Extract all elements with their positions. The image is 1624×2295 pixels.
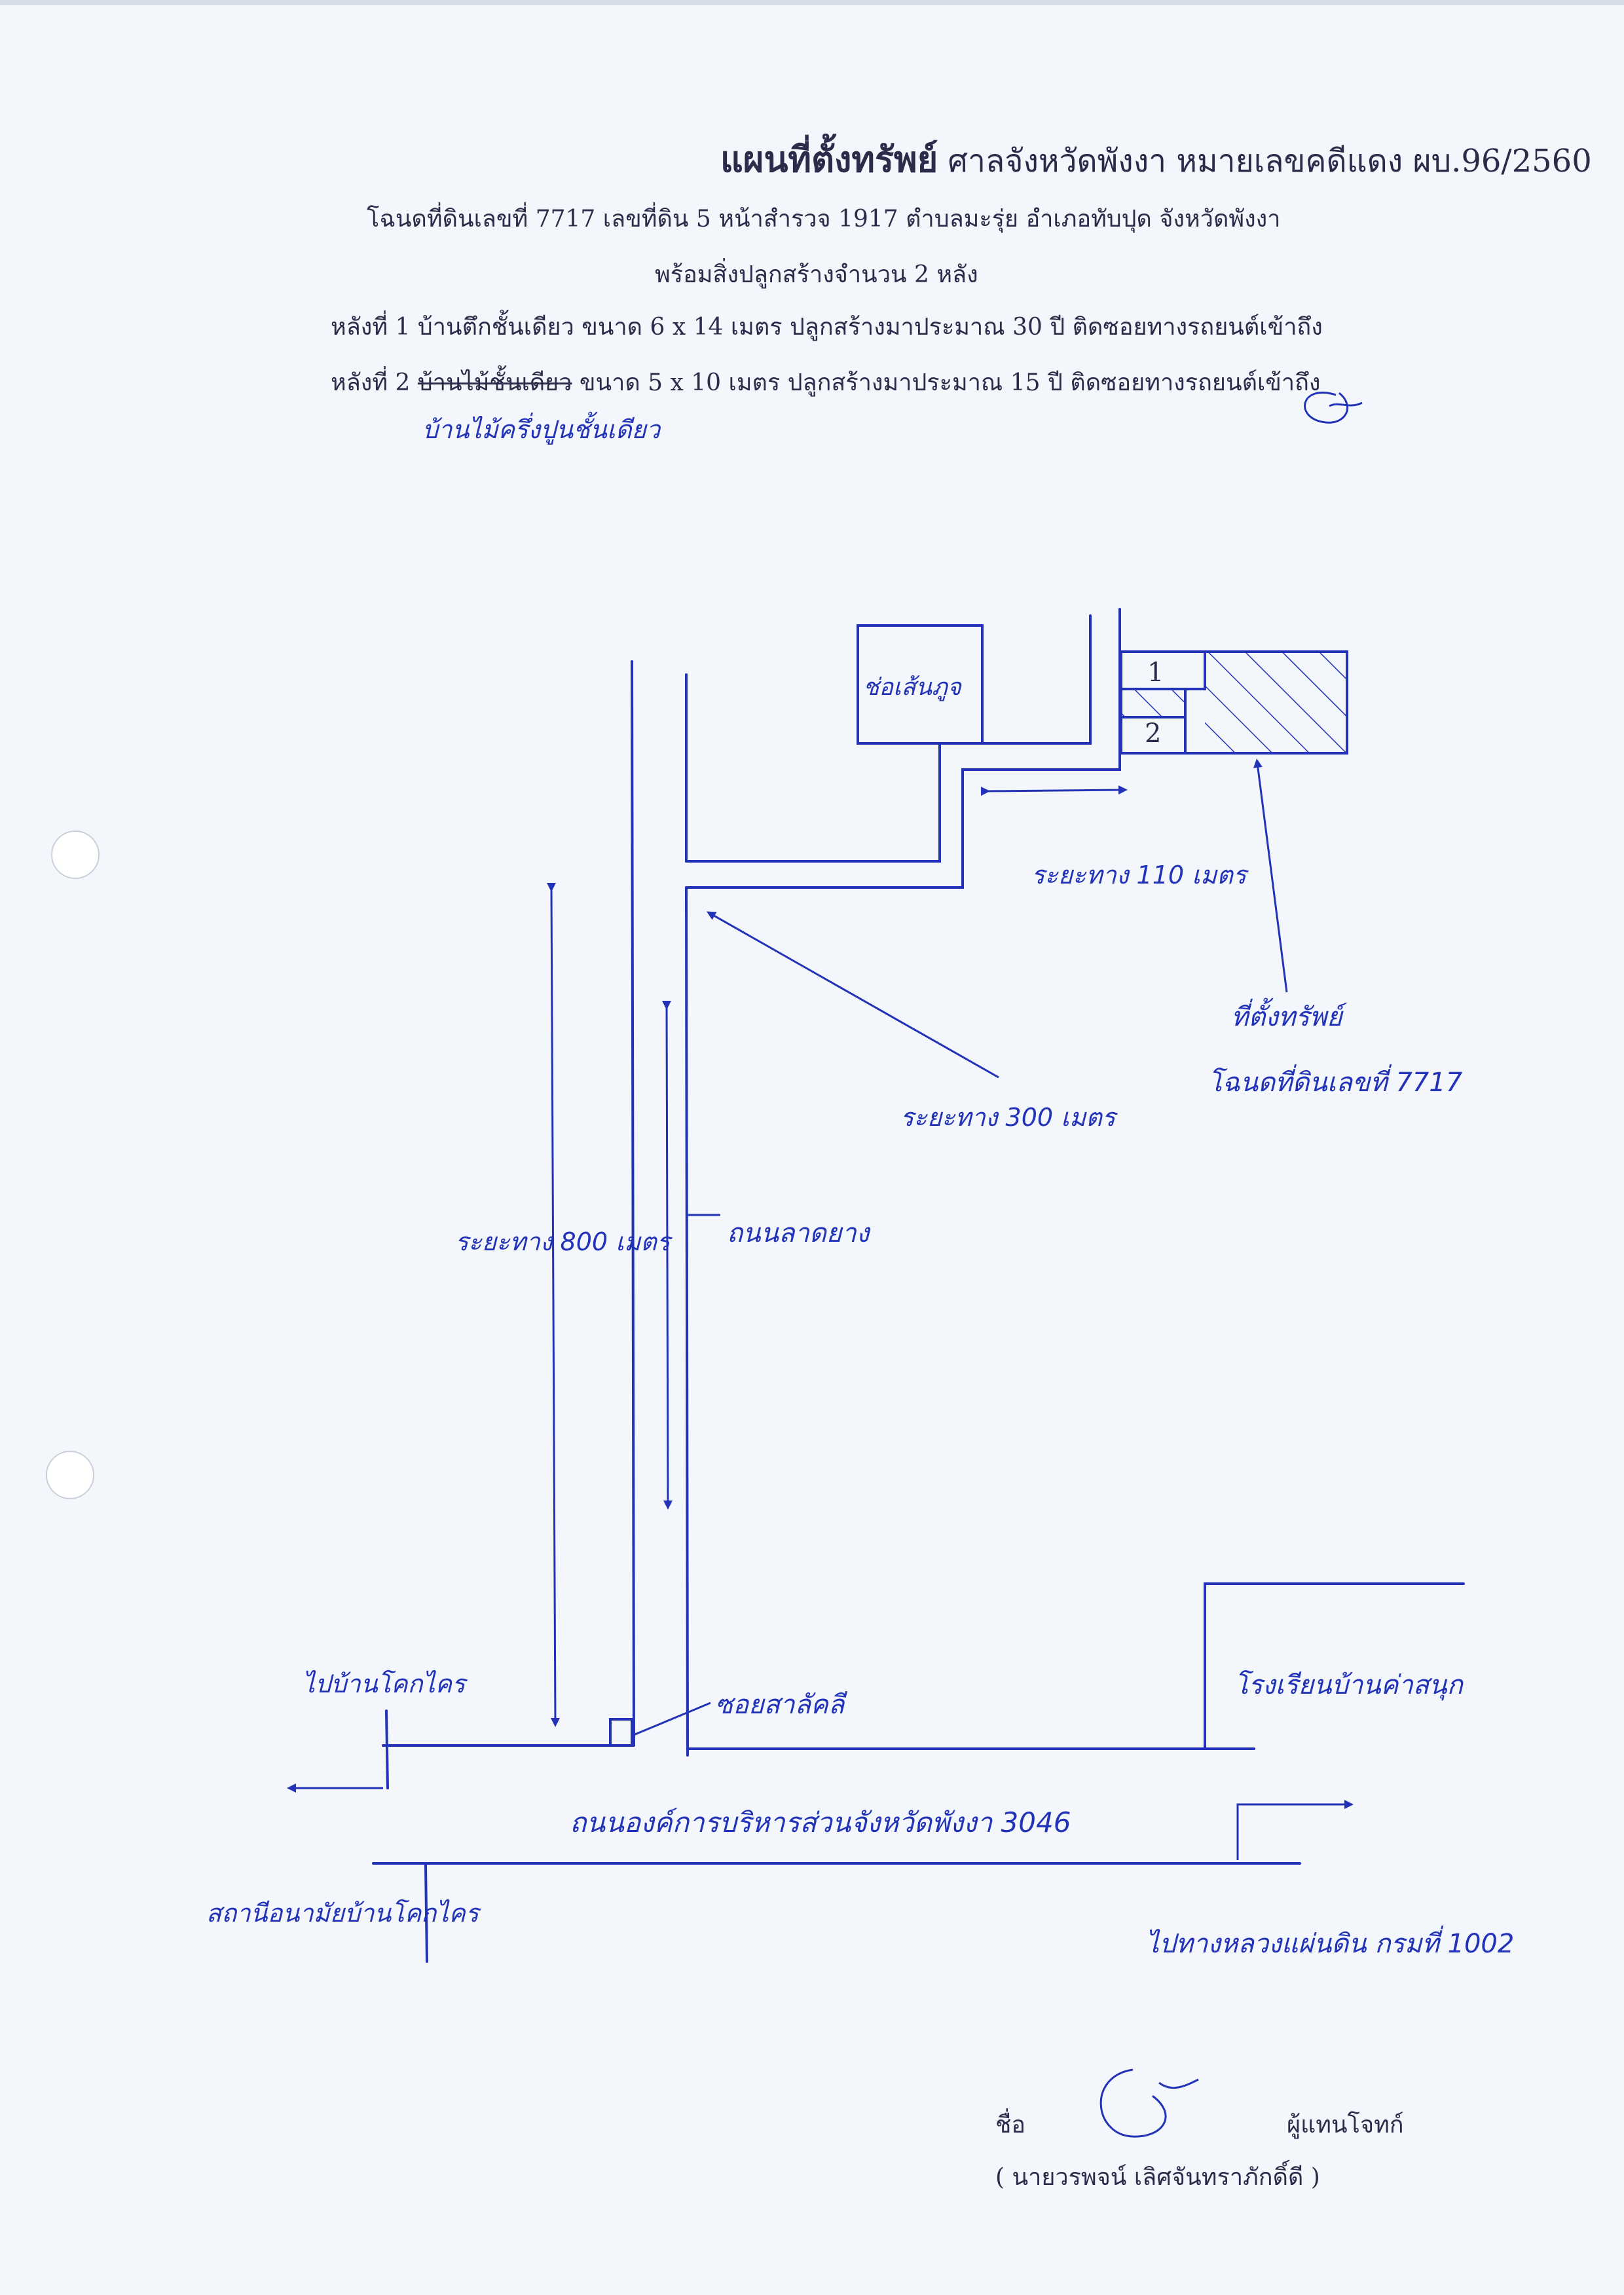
soi-leader: [631, 1702, 711, 1737]
signature-label: ชื่อ: [995, 2112, 1026, 2138]
signature-role: ผู้แทนโจทก์: [1287, 2112, 1404, 2138]
soi-right-edge-lower: [685, 886, 689, 1757]
to-ban-khok-krai-label: ไปบ้านโคกไคร: [303, 1670, 466, 1698]
document-title: แผนที่ตั้งทรัพย์ ศาลจังหวัดพังงา หมายเลข…: [720, 138, 1592, 180]
dist-110-arrow: [980, 785, 1128, 796]
initial-mark: [1304, 391, 1363, 424]
deed-line: โฉนดที่ดินเลขที่ 7717 เลขที่ดิน 5 หน้าสำ…: [367, 206, 1281, 233]
dist-300-arrow: [706, 911, 999, 1079]
branch-road-upper: [685, 614, 1092, 863]
signatory-name: ( นายวรพจน์ เลิศจันทราภักดิ์ดี ): [995, 2164, 1320, 2191]
dist-800-arrow: [546, 882, 560, 1727]
main-road-label: ถนนองค์การบริหารส่วนจังหวัดพังงา 3046: [570, 1806, 1071, 1838]
punch-hole-top: [51, 830, 100, 879]
rubber-road-arrow: [661, 1000, 673, 1510]
house-1-number: 1: [1147, 658, 1164, 688]
left-branch-mark: [385, 1709, 389, 1789]
building-1-line: หลังที่ 1 บ้านตึกชั้นเดียว ขนาด 6 x 14 เ…: [331, 314, 1323, 341]
distance-110-label: ระยะทาง 110 เมตร: [1031, 861, 1247, 889]
buildings-count-line: พร้อมสิ่งปลูกสร้างจำนวน 2 หลัง: [655, 261, 978, 288]
soi-entrance-marker: [609, 1718, 633, 1747]
struck-text: บ้านไม้ชั้นเดียว: [417, 369, 572, 396]
house-hatch: [1121, 689, 1185, 717]
distance-300-label: ระยะทาง 300 เมตร: [900, 1103, 1116, 1132]
neighbor-building: [857, 624, 984, 745]
soi-name-label: ซอยสาลัคลี: [715, 1690, 845, 1720]
signature-mark: [1099, 2068, 1199, 2138]
scan-edge: [0, 0, 1624, 5]
property-location-label: ที่ตั้งทรัพย์: [1231, 1002, 1342, 1032]
handwritten-correction: บ้านไม้ครึ่งปูนชั้นเดียว: [422, 415, 661, 444]
neighbor-building-label: ช่อเส้นภูจ: [863, 674, 961, 701]
punch-hole-bottom: [46, 1451, 94, 1499]
health-center-label: สถานีอนามัยบ้านโคกไคร: [206, 1899, 479, 1928]
distance-800-label: ระยะทาง 800 เมตร: [455, 1227, 671, 1256]
branch-road-lower: [685, 608, 1121, 889]
school-label: โรงเรียนบ้านค่าสนุก: [1234, 1670, 1463, 1700]
health-center-mark: [424, 1864, 428, 1963]
building-2-line: หลังที่ 2 บ้านไม้ชั้นเดียว ขนาด 5 x 10 เ…: [331, 369, 1321, 396]
school-boundary: [1204, 1582, 1465, 1749]
highway-label: ไปทางหลวงแผ่นดิน กรมที่ 1002: [1146, 1929, 1515, 1959]
property-deed-label: โฉนดที่ดินเลขที่ 7717: [1208, 1068, 1463, 1098]
house-2-number: 2: [1145, 718, 1161, 749]
soi-left-edge: [631, 660, 635, 1747]
property-pointer: [1253, 758, 1288, 993]
right-direction-arrow: [1236, 1800, 1354, 1860]
rubber-road-label: ถนนลาดยาง: [727, 1218, 870, 1248]
property-hatch: [1205, 652, 1347, 753]
